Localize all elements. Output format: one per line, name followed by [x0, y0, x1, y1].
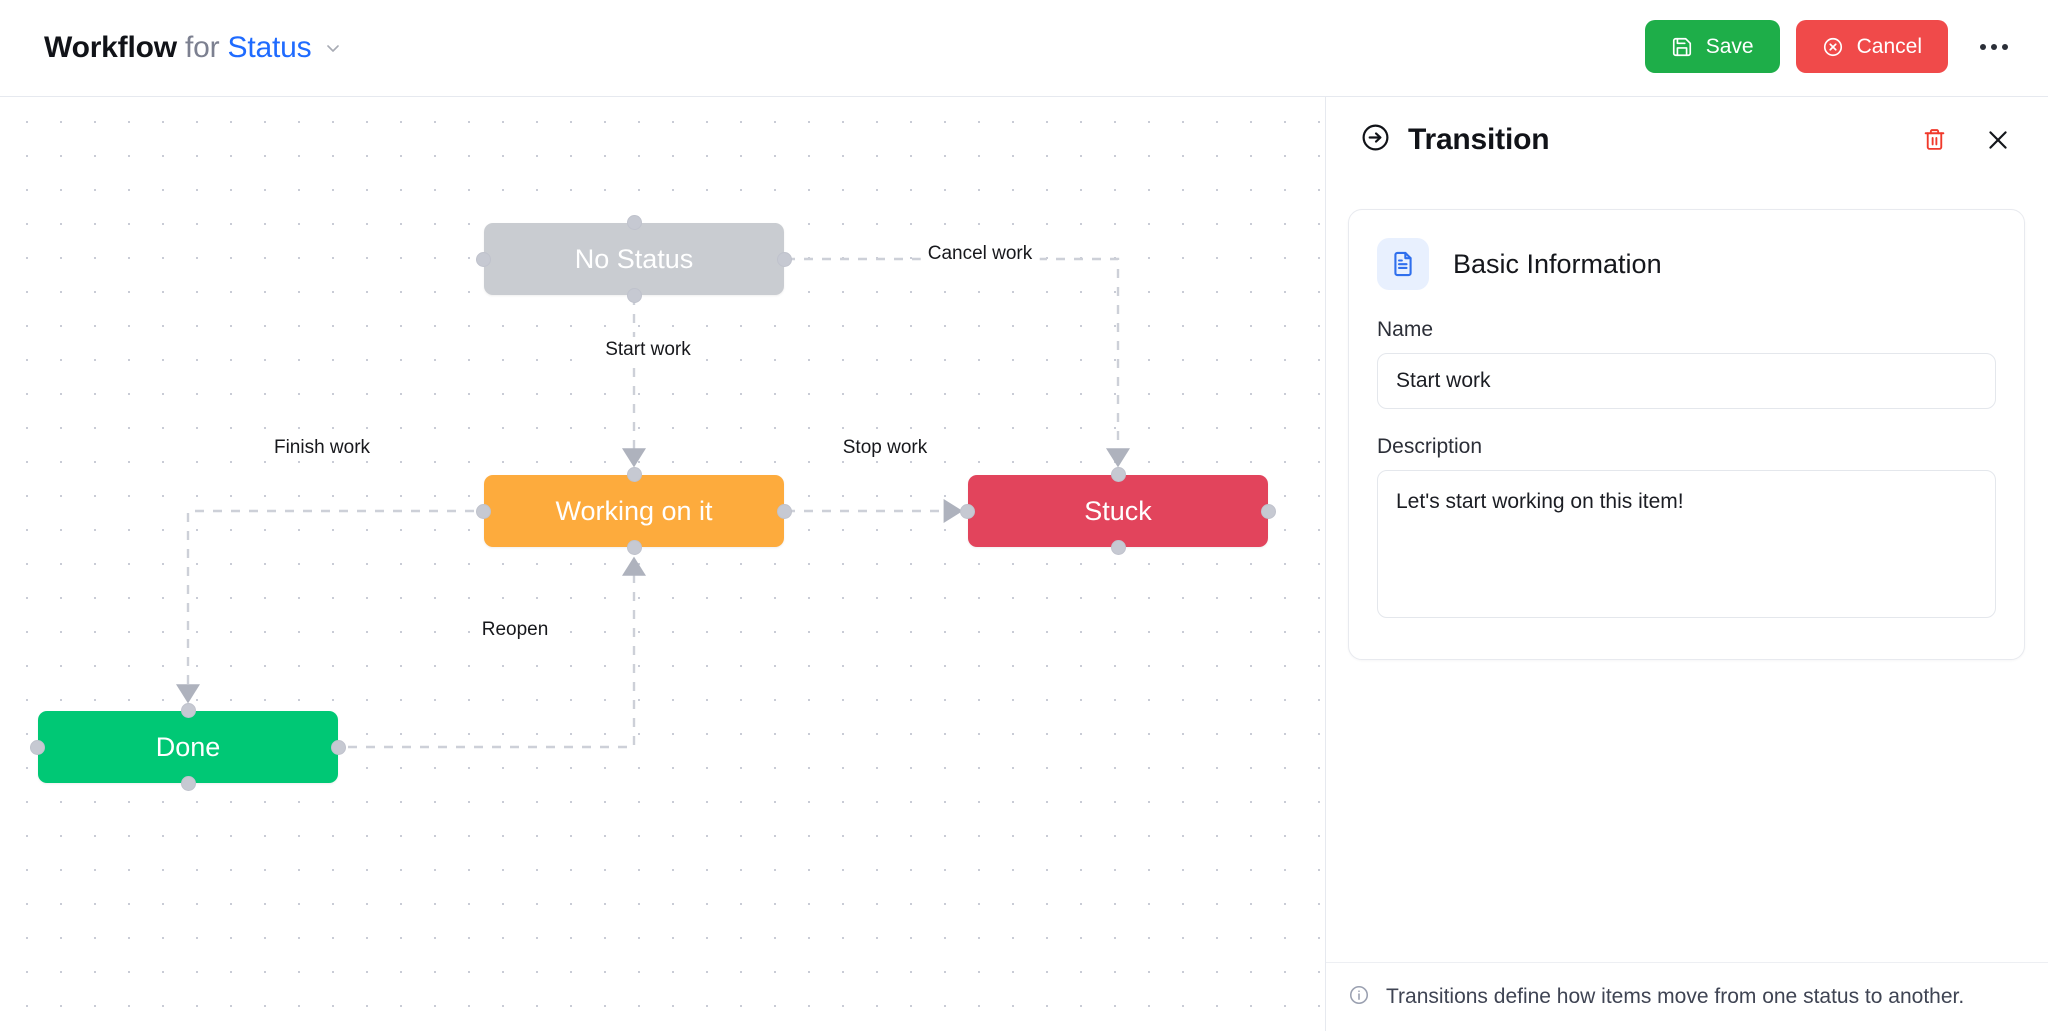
- node-done[interactable]: Done: [30, 703, 346, 791]
- close-icon[interactable]: [1981, 123, 2015, 157]
- description-textarea[interactable]: Let's start working on this item!: [1377, 470, 1996, 618]
- page-title: Workflow for Status: [44, 28, 341, 68]
- node-label: Done: [155, 731, 221, 762]
- chevron-down-icon[interactable]: [325, 40, 341, 56]
- cancel-circle-icon: [1822, 36, 1844, 58]
- handle-left[interactable]: [476, 251, 491, 267]
- cancel-button[interactable]: Cancel: [1795, 20, 1948, 73]
- edge-finish-work: [176, 509, 474, 704]
- top-bar: Workflow for Status Save: [0, 0, 2048, 97]
- trash-icon[interactable]: [1917, 123, 1951, 157]
- handle-right[interactable]: [777, 503, 792, 519]
- page-title-entity: Status: [227, 31, 312, 64]
- transition-panel: Transition: [1325, 97, 2048, 1031]
- page-title-bold: Workflow: [44, 31, 177, 64]
- save-button-label: Save: [1705, 34, 1754, 58]
- more-options-icon[interactable]: [1970, 23, 2018, 71]
- basic-information-card: Basic Information Name Description Let's…: [1348, 209, 2025, 660]
- card-title: Basic Information: [1453, 248, 1662, 279]
- page-title-for: for: [184, 31, 220, 64]
- handle-right[interactable]: [331, 739, 346, 755]
- node-stuck[interactable]: Stuck: [960, 467, 1276, 555]
- edge-label-cancel-work[interactable]: Cancel work: [920, 241, 1040, 267]
- handle-top[interactable]: [1110, 467, 1126, 482]
- name-input[interactable]: [1377, 353, 1996, 409]
- node-label: Working on it: [555, 495, 713, 526]
- handle-left[interactable]: [960, 503, 975, 519]
- handle-left[interactable]: [30, 739, 45, 755]
- handle-top[interactable]: [626, 467, 642, 482]
- edge-label-reopen[interactable]: Reopen: [474, 617, 556, 643]
- transition-arrow-icon: [1360, 122, 1391, 158]
- handle-bottom[interactable]: [180, 776, 196, 791]
- handle-bottom[interactable]: [626, 288, 642, 303]
- handle-bottom[interactable]: [626, 540, 642, 555]
- node-label: Stuck: [1084, 495, 1152, 526]
- node-no-status[interactable]: No Status: [476, 215, 792, 303]
- edge-layer: [176, 257, 1130, 749]
- document-icon: [1377, 238, 1429, 290]
- workflow-canvas[interactable]: Start work Cancel work Stop work Finish …: [0, 97, 1325, 1031]
- save-floppy-icon: [1671, 36, 1693, 58]
- handle-bottom[interactable]: [1110, 540, 1126, 555]
- panel-footer: Transitions define how items move from o…: [1326, 962, 2048, 1031]
- edge-cancel-work: [786, 257, 1130, 468]
- panel-title: Transition: [1408, 122, 1550, 156]
- name-field-label: Name: [1377, 318, 1434, 341]
- header-actions: Save Cancel: [1644, 20, 2018, 73]
- edge-reopen: [348, 556, 646, 749]
- handle-left[interactable]: [476, 503, 491, 519]
- handle-top[interactable]: [180, 703, 196, 718]
- handle-right[interactable]: [1261, 503, 1276, 519]
- cancel-button-label: Cancel: [1856, 34, 1922, 58]
- handle-right[interactable]: [777, 251, 792, 267]
- handle-top[interactable]: [626, 215, 642, 230]
- node-working-on-it[interactable]: Working on it: [476, 467, 792, 555]
- edge-label-start-work[interactable]: Start work: [598, 337, 698, 363]
- edge-label-finish-work[interactable]: Finish work: [266, 435, 378, 461]
- save-button[interactable]: Save: [1644, 20, 1780, 73]
- panel-header: Transition: [1326, 97, 2048, 182]
- description-field-label: Description: [1377, 435, 1483, 458]
- info-circle-icon: [1348, 984, 1370, 1011]
- panel-footer-text: Transitions define how items move from o…: [1386, 985, 1965, 1008]
- node-label: No Status: [574, 243, 694, 274]
- edge-label-stop-work[interactable]: Stop work: [835, 435, 935, 461]
